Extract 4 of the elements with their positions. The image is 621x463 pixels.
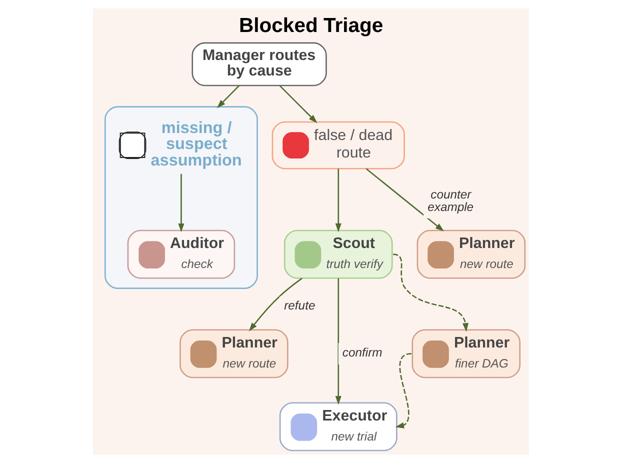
diagram-title: Blocked Triage <box>238 14 383 37</box>
edge-label: confirm <box>342 345 382 360</box>
edge-label: counter example <box>427 188 474 214</box>
edge-label: refute <box>284 298 315 313</box>
